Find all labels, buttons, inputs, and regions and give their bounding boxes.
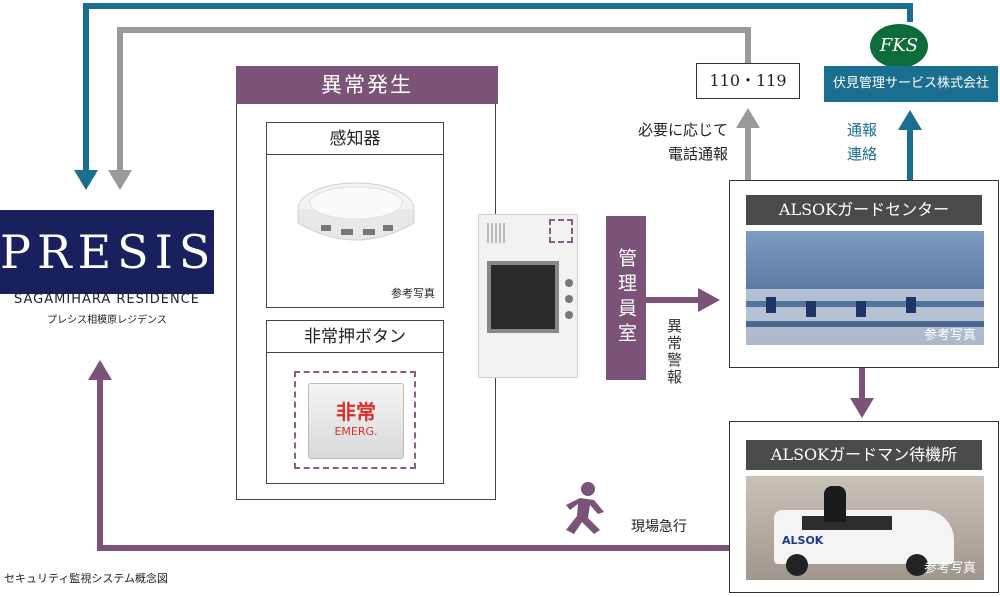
alsok-center-box: ALSOKガードセンター 参考写真 (729, 180, 999, 368)
center-ref-label: 参考写真 (923, 328, 976, 343)
alsok-center-title: ALSOKガードセンター (746, 195, 982, 225)
guard-to-residence-arrow (88, 360, 112, 380)
alsok-guard-box: ALSOKガードマン待機所 ALSOK 参考写真 (729, 421, 999, 593)
police-to-residence-line (117, 27, 751, 170)
fks-to-residence-arrow (74, 170, 98, 190)
guard-car-photo: ALSOK (746, 476, 984, 580)
emergency-button-title: 非常押ボタン (267, 321, 443, 353)
police-fire-box: 110・119 (696, 63, 800, 99)
phone-note-line1: 必要に応じて (637, 121, 728, 139)
center-to-guard-arrow (850, 398, 874, 418)
control-panel-device (478, 214, 578, 378)
report-note-line2: 連絡 (846, 145, 877, 163)
emergency-button-image: 非常 EMERG. (308, 383, 404, 459)
anomaly-title: 異常発生 (236, 66, 498, 104)
report-note-line1: 通報 (846, 121, 877, 139)
running-man-icon (566, 482, 604, 534)
logo-subtitle-jp: プレシス相模原レジデンス (47, 315, 167, 326)
police-to-residence-arrow (108, 170, 132, 190)
emergency-label-en: EMERG. (334, 425, 378, 438)
emergency-label-jp: 非常 (336, 400, 376, 424)
control-room-photo (746, 231, 984, 345)
rush-label: 現場急行 (631, 519, 687, 535)
detector-title: 感知器 (267, 123, 443, 155)
phone-note-line2: 電話通報 (667, 145, 728, 163)
guard-ref-label: 参考写真 (923, 561, 976, 576)
smoke-detector-image (297, 182, 415, 241)
fks-company-name: 伏見管理サービス株式会社 (824, 66, 998, 102)
fks-to-residence-line (83, 3, 913, 170)
emergency-button-frame: 非常 EMERG. (294, 371, 416, 469)
phone-note: 必要に応じて 電話通報 (590, 118, 728, 166)
alarm-label: 異常警報 (665, 318, 683, 386)
speaker-grille (487, 223, 507, 243)
device-screen (487, 261, 559, 333)
fks-logo: FKS (870, 24, 928, 68)
diagram-caption: セキュリティ監視システム概念図 (4, 572, 169, 585)
center-to-police-arrow (736, 108, 760, 128)
emergency-button-card: 非常押ボタン 非常 EMERG. (266, 320, 444, 484)
report-note: 通報 連絡 (832, 118, 892, 166)
logo-subtitle: SAGAMIHARA RESIDENCE (14, 292, 200, 307)
car-brand-label: ALSOK (782, 534, 824, 547)
alsok-guard-title: ALSOKガードマン待機所 (746, 440, 982, 470)
presis-logo: PRESIS (0, 210, 214, 294)
center-to-fks-arrow (898, 110, 922, 130)
room-to-center-arrow (698, 288, 720, 312)
detector-card: 感知器 参考写真 (266, 122, 444, 308)
detector-ref-label: 参考写真 (391, 287, 435, 300)
guard-to-residence-line (97, 378, 729, 551)
indicator-highlight (549, 219, 573, 243)
managers-room-label: 管理員室 (606, 216, 646, 380)
